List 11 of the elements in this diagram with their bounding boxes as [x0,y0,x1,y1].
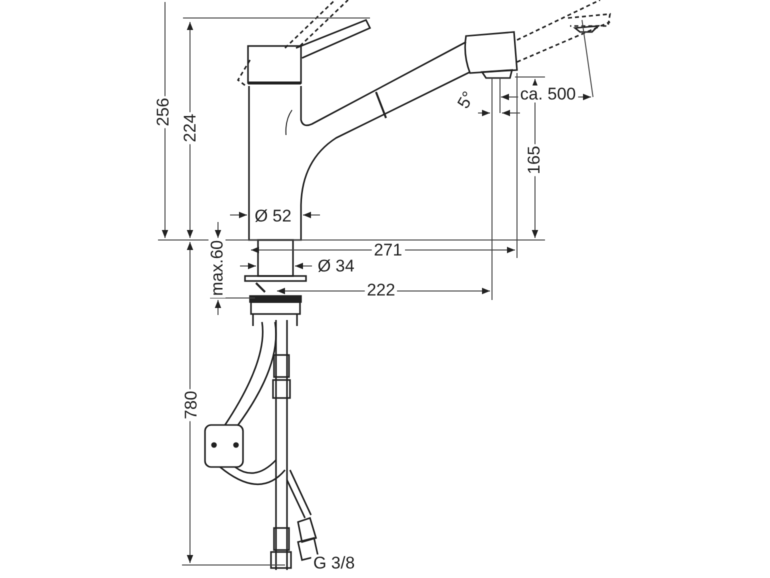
dimension-label: 165 [526,144,542,176]
dimension-label: Ø 34 [316,258,356,274]
dimension-label: 222 [364,282,398,298]
dimension-label: 780 [182,388,200,422]
dimension-label: max.60 [208,238,226,298]
dimension-label: ca. 500 [518,86,578,102]
dimension-label: G 3/8 [311,554,357,572]
dimension-label: Ø 52 [252,208,294,224]
dimension-label: 271 [372,242,404,258]
dimension-label: 256 [154,96,172,128]
dimension-label: 224 [182,112,198,144]
